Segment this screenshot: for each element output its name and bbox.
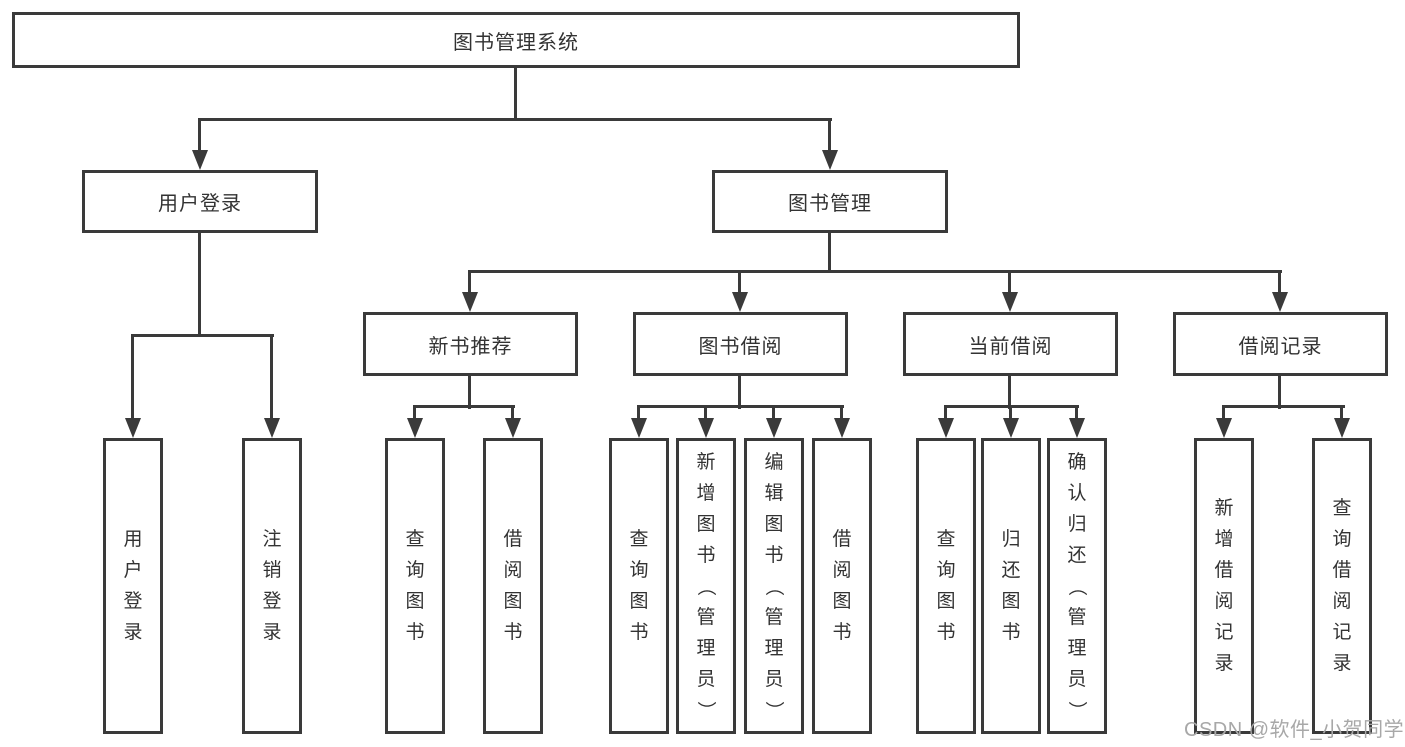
edge-leaf — [637, 407, 640, 421]
edge-root-stem — [514, 68, 517, 120]
edge-leaf — [1340, 407, 1343, 421]
node-user-login: 用户登录 — [82, 170, 318, 233]
edge-user-login-stem — [198, 233, 201, 337]
edge-to-leaf-logout — [270, 336, 273, 421]
edge-leaf — [1075, 407, 1078, 421]
arrow-down-icon — [766, 418, 782, 438]
leaf-user-login: 用户登录 — [103, 438, 163, 734]
edge-leaf — [511, 407, 514, 421]
edge-to-book-mgmt — [828, 120, 831, 154]
leaf-return-books: 归还图书 — [981, 438, 1041, 734]
edge-book-borrow-stem — [738, 376, 741, 409]
edge-leaf — [840, 407, 843, 421]
edge-user-login-rail — [131, 334, 274, 337]
arrow-down-icon — [1069, 418, 1085, 438]
edge-leaf — [1009, 407, 1012, 421]
edge-to-borrow-records — [1278, 272, 1281, 296]
node-borrow-records: 借阅记录 — [1173, 312, 1388, 376]
arrow-down-icon — [125, 418, 141, 438]
edge-borrow-records-stem — [1278, 376, 1281, 409]
node-new-book-recommend: 新书推荐 — [363, 312, 578, 376]
node-book-management: 图书管理 — [712, 170, 948, 233]
leaf-borrow-books-recommend: 借阅图书 — [483, 438, 543, 734]
leaf-query-books-borrow: 查询图书 — [609, 438, 669, 734]
arrow-down-icon — [631, 418, 647, 438]
leaf-query-borrow-record: 查询借阅记录 — [1312, 438, 1372, 734]
edge-to-current-borrow — [1008, 272, 1011, 296]
leaf-add-book-admin: 新增图书（管理员） — [676, 438, 736, 734]
arrow-down-icon — [407, 418, 423, 438]
arrow-down-icon — [1334, 418, 1350, 438]
edge-to-book-borrow — [738, 272, 741, 296]
arrow-down-icon — [1003, 418, 1019, 438]
node-current-borrow: 当前借阅 — [903, 312, 1118, 376]
edge-to-leaf-user-login — [131, 336, 134, 421]
leaf-add-borrow-record: 新增借阅记录 — [1194, 438, 1254, 734]
node-root: 图书管理系统 — [12, 12, 1020, 68]
arrow-down-icon — [505, 418, 521, 438]
arrow-down-icon — [732, 292, 748, 312]
leaf-query-books-recommend: 查询图书 — [385, 438, 445, 734]
edge-leaf — [704, 407, 707, 421]
edge-book-mgmt-rail — [468, 270, 1282, 273]
leaf-query-books-current: 查询图书 — [916, 438, 976, 734]
edge-borrow-records-rail — [1222, 405, 1345, 408]
leaf-confirm-return-admin: 确认归还（管理员） — [1047, 438, 1107, 734]
leaf-borrow-books-borrow: 借阅图书 — [812, 438, 872, 734]
edge-root-rail — [198, 118, 832, 121]
arrow-down-icon — [1216, 418, 1232, 438]
watermark: CSDN @软件_小贺同学 — [1184, 719, 1405, 741]
edge-leaf — [413, 407, 416, 421]
arrow-down-icon — [192, 150, 208, 170]
node-book-borrow: 图书借阅 — [633, 312, 848, 376]
edge-leaf — [1222, 407, 1225, 421]
arrow-down-icon — [1272, 292, 1288, 312]
arrow-down-icon — [462, 292, 478, 312]
edge-current-borrow-rail — [944, 405, 1079, 408]
leaf-edit-book-admin: 编辑图书（管理员） — [744, 438, 804, 734]
edge-new-book-rec-rail — [413, 405, 515, 408]
edge-book-mgmt-stem — [828, 233, 831, 273]
edge-leaf — [944, 407, 947, 421]
arrow-down-icon — [834, 418, 850, 438]
edge-to-new-book-rec — [468, 272, 471, 296]
arrow-down-icon — [698, 418, 714, 438]
edge-current-borrow-stem — [1008, 376, 1011, 409]
leaf-logout: 注销登录 — [242, 438, 302, 734]
edge-book-borrow-rail — [637, 405, 844, 408]
arrow-down-icon — [1002, 292, 1018, 312]
edge-new-book-rec-stem — [468, 376, 471, 409]
arrow-down-icon — [822, 150, 838, 170]
edge-to-user-login — [198, 120, 201, 154]
edge-leaf — [772, 407, 775, 421]
arrow-down-icon — [264, 418, 280, 438]
arrow-down-icon — [938, 418, 954, 438]
